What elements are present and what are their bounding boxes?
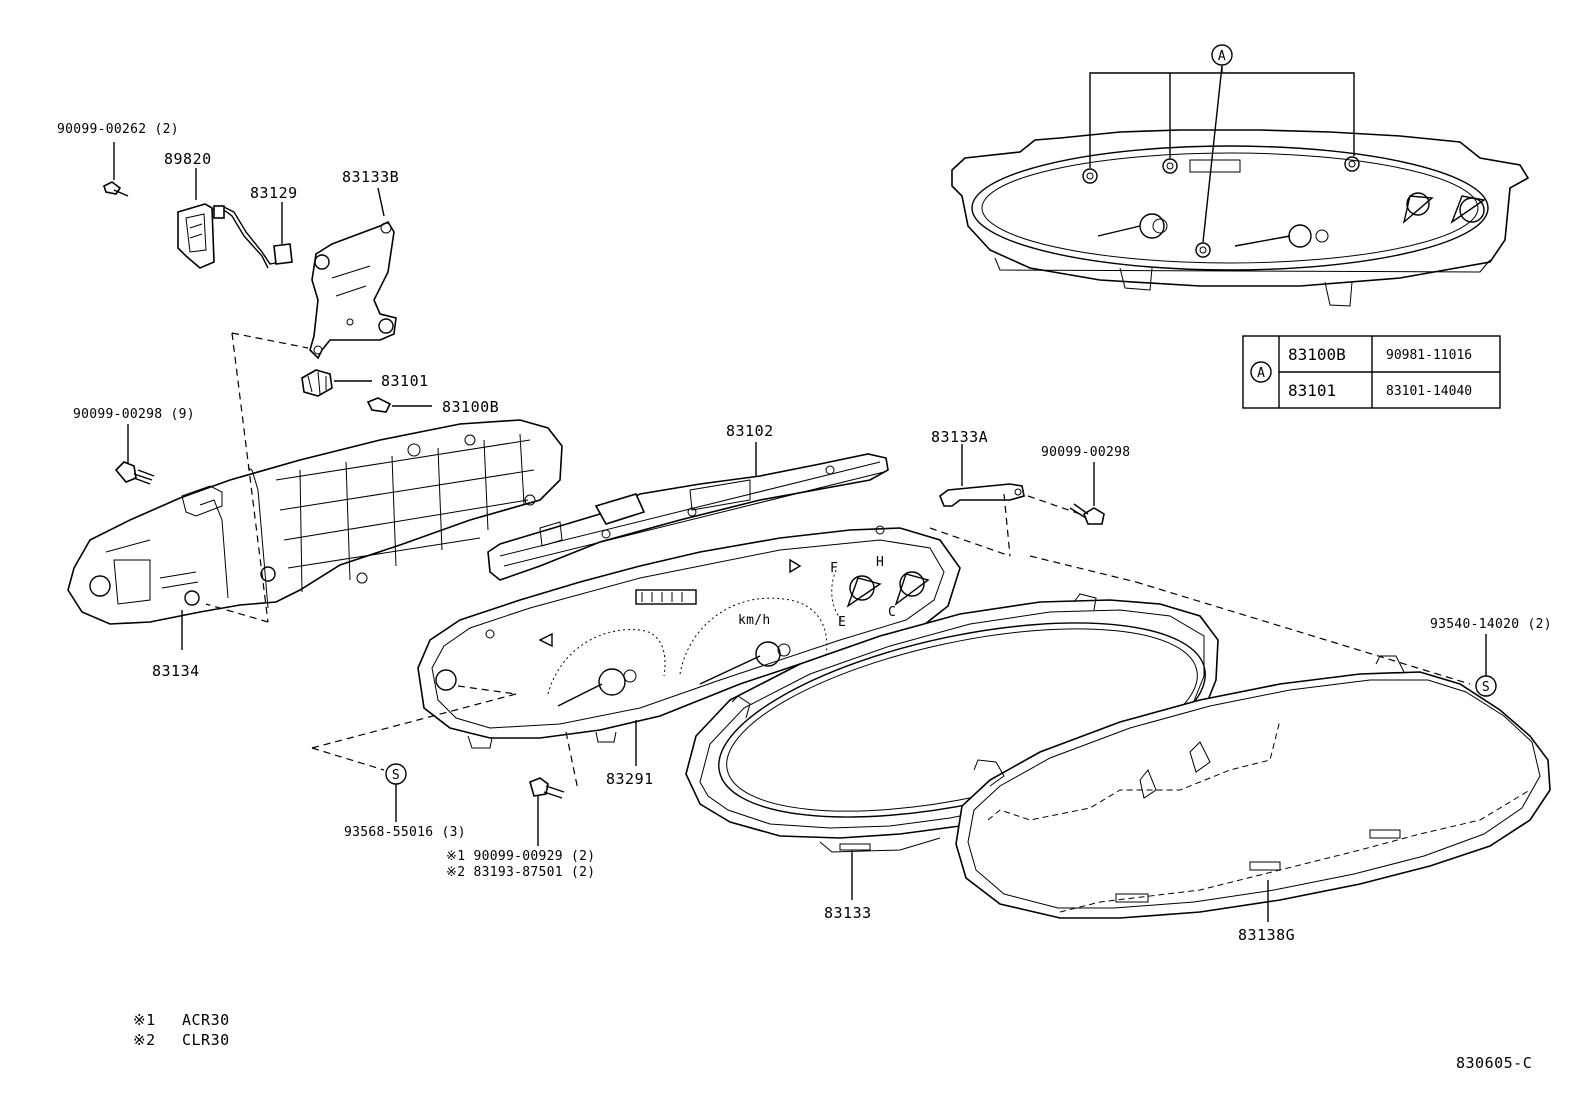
marker-a-top: A [1211,44,1233,66]
bulb-reference-table: A 83100B 90981-11016 83101 83101-14040 [1242,335,1501,409]
table-row-2-number: 83101-14040 [1386,384,1472,399]
label-90099-00298-9: 90099-00298 (9) [73,407,195,422]
label-90099-00929: ※1 90099-00929 (2) [446,849,595,864]
label-90099-00298: 90099-00298 [1041,445,1130,460]
label-83134: 83134 [152,662,200,680]
label-89820: 89820 [164,150,212,168]
diagram-code: 830605-C [1456,1054,1532,1072]
label-83100b: 83100B [442,398,499,416]
note-1-model: ACR30 [182,1011,230,1029]
part-83133a-bracket [939,444,1025,507]
label-83133: 83133 [824,904,872,922]
part-83129-wire [273,202,293,265]
label-83101: 83101 [381,372,429,390]
part-89820-sensor [177,168,281,269]
label-93568-55016: 93568-55016 (3) [344,825,466,840]
svg-text:S: S [1482,680,1490,695]
gauge-f: F [830,561,838,576]
table-row-1-number: 90981-11016 [1386,348,1472,363]
svg-text:S: S [392,768,400,783]
screw-90099-00929 [529,777,565,846]
note-1-mark: ※1 [133,1011,156,1029]
part-83291-gauge-panel: km/h F E H C [417,525,961,766]
part-83101-socket [301,369,372,397]
label-83133a: 83133A [931,428,988,446]
label-83102: 83102 [726,422,774,440]
label-83291: 83291 [606,770,654,788]
gauge-e: E [838,615,846,630]
part-83102-board [487,442,889,581]
part-83138g-glass [955,655,1551,922]
table-row-2-part: 83101 [1288,381,1336,400]
gauge-c: C [888,605,896,620]
screw-90099-00298 [1069,462,1105,525]
label-83133b: 83133B [342,168,399,186]
gauge-h: H [876,555,884,570]
note-2-model: CLR30 [182,1031,230,1049]
svg-text:A: A [1218,49,1226,64]
label-90099-00262: 90099-00262 (2) [57,122,179,137]
label-83129: 83129 [250,184,298,202]
label-83138g: 83138G [1238,926,1295,944]
table-row-1-part: 83100B [1288,345,1346,364]
label-93540-14020: 93540-14020 (2) [1430,617,1552,632]
svg-text:A: A [1257,366,1265,381]
part-83134-back-plate [67,419,563,650]
note-2-mark: ※2 [133,1031,156,1049]
part-83133b-bracket [309,187,397,360]
marker-s-left: S [385,763,407,822]
screw-90099-00262 [103,142,129,197]
table-marker-a [1250,361,1272,383]
screw-90099-00298-9 [114,424,155,485]
marker-s-right: S [1475,634,1497,697]
part-83100b-bulb [366,397,432,413]
meter-assembly-top-view [951,65,1530,307]
gauge-kmh: km/h [738,613,771,628]
label-83193-87501: ※2 83193-87501 (2) [446,865,595,880]
